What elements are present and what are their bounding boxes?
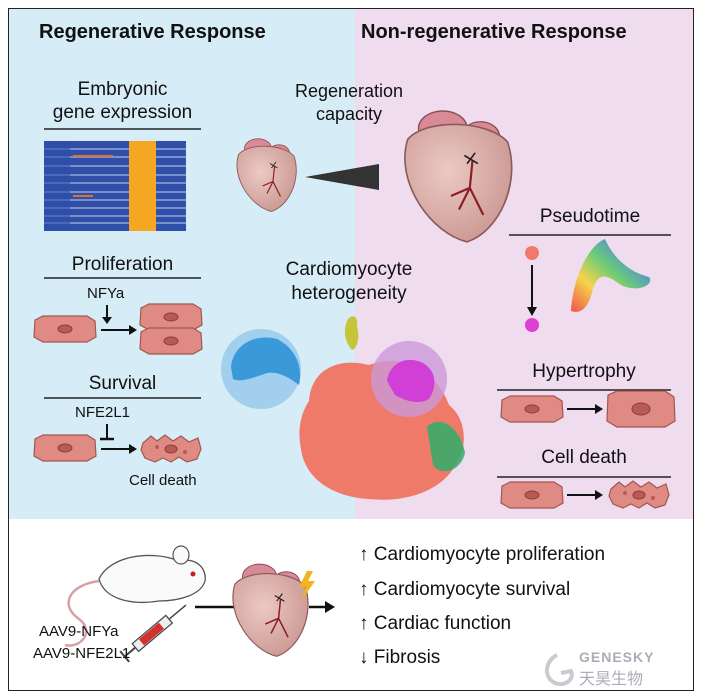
- pseudotime-plot: [509, 234, 671, 332]
- proliferation-title: Proliferation: [71, 254, 174, 275]
- outcome-fibrosis: ↓ Fibrosis: [359, 647, 440, 669]
- survival-title: Survival: [88, 373, 157, 394]
- proliferation-diagram: [33, 303, 203, 355]
- up-arrow-icon: ↑: [359, 579, 369, 600]
- vector-label-nfya: AAV9-NFYa: [39, 623, 119, 640]
- genesky-logo: [545, 653, 574, 686]
- outcome-cardiac-function: ↑ Cardiac function: [359, 613, 511, 635]
- hypertrophy-diagram: [497, 389, 676, 428]
- nfe2l1-label: NFE2L1: [75, 404, 131, 421]
- syringe-icon: [119, 604, 187, 663]
- regenerative-header: Regenerative Response: [39, 21, 266, 43]
- embryonic-label-line1: Embryonic: [77, 79, 168, 100]
- up-arrow-icon: ↑: [359, 613, 369, 634]
- pseudotime-title: Pseudotime: [539, 206, 641, 227]
- small-heart-icon: [236, 138, 297, 213]
- watermark-line2: 天昊生物: [579, 671, 644, 688]
- capacity-wedge: [305, 164, 379, 190]
- large-heart-icon: [403, 109, 513, 243]
- non-regenerative-header: Non-regenerative Response: [361, 21, 627, 43]
- figure-frame: Regenerative Response Non-regenerative R…: [8, 8, 694, 691]
- regeneration-label-line1: Regeneration: [294, 81, 404, 101]
- lightning-icon: [299, 571, 315, 601]
- outcome-text: Cardiomyocyte survival: [373, 579, 571, 600]
- umap-plot: [221, 316, 465, 500]
- outcome-proliferation: ↑ Cardiomyocyte proliferation: [359, 544, 605, 566]
- embryonic-label-line2: gene expression: [52, 102, 193, 123]
- outcome-survival: ↑ Cardiomyocyte survival: [359, 579, 570, 601]
- cell-death-diagram: [497, 476, 671, 509]
- treated-heart-icon: [232, 563, 309, 658]
- cell-death-right-title: Cell death: [541, 447, 627, 468]
- outcome-text: Fibrosis: [373, 647, 441, 668]
- up-arrow-icon: ↑: [359, 544, 369, 565]
- heterogeneity-label-line1: Cardiomyocyte: [285, 259, 413, 280]
- survival-diagram: [33, 424, 202, 463]
- cell-death-left-label: Cell death: [129, 472, 197, 489]
- regenerative-panel: [9, 9, 355, 519]
- embryonic-heatmap: [44, 141, 186, 231]
- regeneration-label-line2: capacity: [315, 104, 383, 124]
- heterogeneity-label-line2: heterogeneity: [291, 283, 407, 304]
- nfya-label: NFYa: [87, 285, 125, 302]
- figure-graphics: [33, 109, 676, 686]
- outcome-text: Cardiomyocyte proliferation: [373, 544, 606, 565]
- watermark-line1: GENESKY: [579, 649, 655, 665]
- down-arrow-icon: ↓: [359, 647, 369, 668]
- vector-label-nfe2l1: AAV9-NFE2L1: [33, 645, 131, 662]
- outcome-text: Cardiac function: [373, 613, 512, 634]
- mouse-icon: [64, 545, 206, 647]
- hypertrophy-title: Hypertrophy: [532, 361, 636, 382]
